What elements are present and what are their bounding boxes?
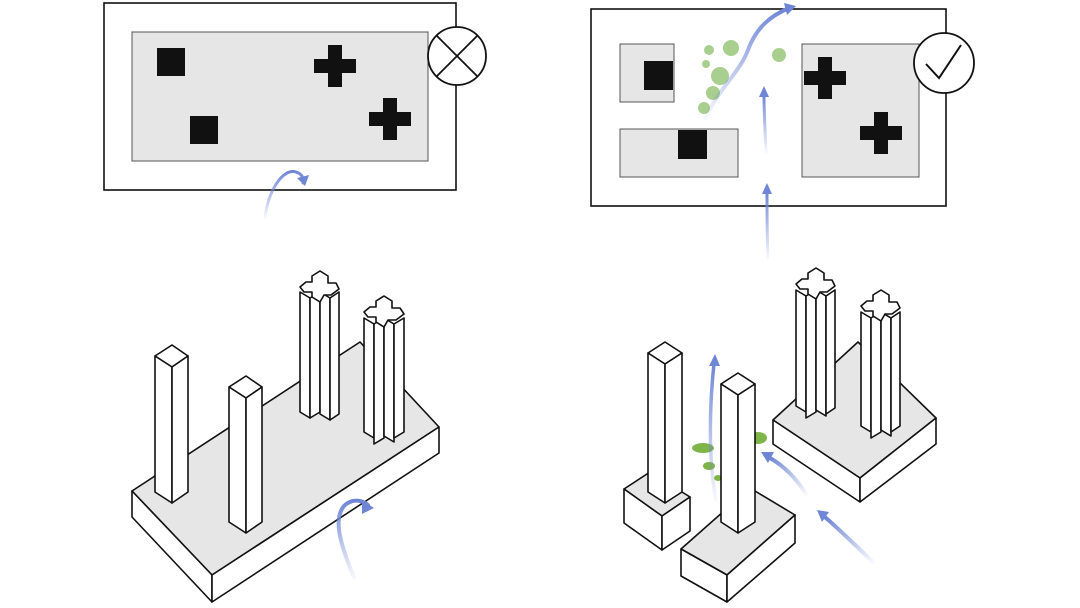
left-axo-cross-tower — [299, 270, 340, 421]
right-plan-cross-tower — [860, 112, 902, 154]
right-plan-airflow-arrows — [704, 3, 796, 260]
left-axonometric — [131, 270, 440, 603]
left-axo-podium — [131, 341, 440, 603]
cross-circle-icon — [427, 26, 487, 86]
left-axo-square-tower — [154, 344, 189, 504]
left-axo-square-tower — [228, 375, 263, 534]
left-plan-cross-tower — [314, 45, 356, 87]
right-plan-square-tower — [678, 130, 707, 159]
right-axo-airflow-arrows — [708, 354, 875, 564]
left-site-plan — [103, 2, 487, 220]
left-plan-airflow-arrow — [263, 170, 309, 220]
left-axo-cross-tower — [363, 295, 405, 445]
right-plan-cross-tower — [804, 57, 846, 99]
right-plan-square-tower — [644, 61, 673, 90]
left-plan-square-tower — [157, 48, 185, 76]
right-plan-greenery — [698, 40, 786, 114]
check-circle-icon — [913, 32, 975, 94]
right-axo-cross-tower — [795, 267, 836, 419]
right-axo-cross-tower — [860, 289, 901, 439]
left-plan-square-tower — [190, 116, 218, 144]
right-site-plan — [590, 3, 975, 260]
right-axonometric — [623, 267, 937, 603]
left-plan-cross-tower — [369, 98, 411, 140]
right-axo-square-tower — [720, 372, 756, 534]
left-axo-airflow-arrow — [336, 498, 374, 580]
right-axo-square-tower — [647, 341, 683, 504]
